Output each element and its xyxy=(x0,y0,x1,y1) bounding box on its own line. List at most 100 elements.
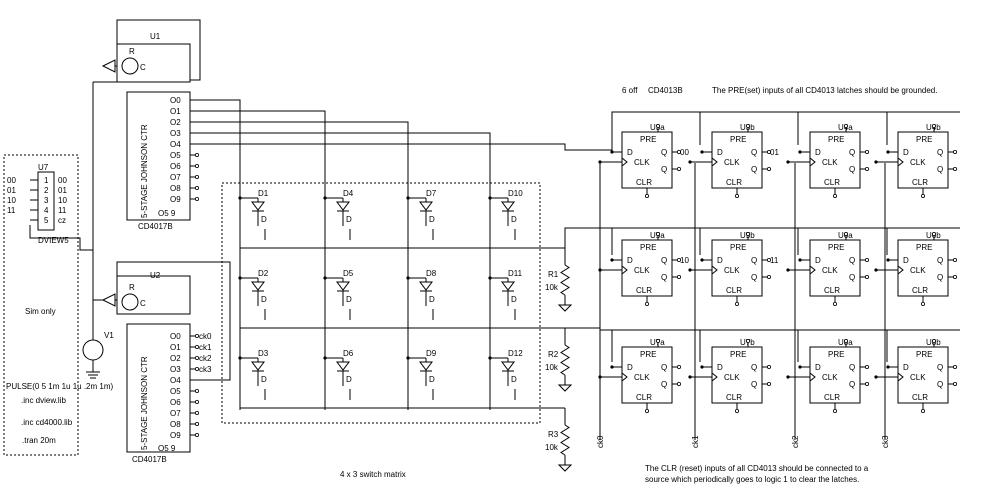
latch-clk-label: CLK xyxy=(634,266,650,275)
junction-dot xyxy=(610,365,614,369)
latch-qbar-label: Q xyxy=(751,273,757,282)
resistor-label: R3 xyxy=(548,430,559,439)
dview-label: DVIEW5 xyxy=(38,236,69,245)
u1-output-label: O8 xyxy=(170,184,181,193)
u2-output-label: O2 xyxy=(170,354,181,363)
latch-q-pin xyxy=(865,149,870,154)
junction-dot xyxy=(598,160,602,164)
u1-output-label: O2 xyxy=(170,118,181,127)
latch-body xyxy=(809,239,861,297)
latch-clk-label: CLK xyxy=(634,158,650,167)
junction-dot xyxy=(786,268,790,272)
latch-qbar-pin xyxy=(865,274,870,279)
u1-label: U1 xyxy=(150,32,161,41)
latch-d-label: D xyxy=(815,363,821,372)
diode-symbol xyxy=(419,361,433,371)
u1-o59: O5 9 xyxy=(158,209,176,218)
u7-pin-number: 1 xyxy=(44,176,49,185)
latch-clk-label: CLK xyxy=(910,158,926,167)
latch-qbar-pin xyxy=(953,274,958,279)
junction-dot xyxy=(798,258,802,262)
latch-pre-label: PRE xyxy=(640,243,656,252)
resistor-value: 10k xyxy=(545,363,559,372)
clock-net-label: ck0 xyxy=(596,435,605,448)
latch-pre-label: PRE xyxy=(730,135,746,144)
diode-symbol xyxy=(336,201,350,211)
latch-clr-pin xyxy=(735,301,740,306)
latch-d-label: D xyxy=(627,256,633,265)
u2-part: CD4017B xyxy=(132,455,167,464)
latch-q-label: Q xyxy=(661,148,667,157)
latch-qbar-label: Q xyxy=(849,380,855,389)
u2-output-pin xyxy=(194,344,199,349)
latch-qbar-label: Q xyxy=(937,380,943,389)
junction-dot xyxy=(598,268,602,272)
u1-output-pin xyxy=(194,163,199,168)
latch-q-pin xyxy=(677,257,682,262)
latch-clk-arrow xyxy=(809,264,816,276)
junction-dot xyxy=(798,365,802,369)
inc-cd4000-text: .inc cd4000.lib xyxy=(21,418,73,427)
latch-clk-arrow xyxy=(897,264,904,276)
u2-output-pin xyxy=(194,410,199,415)
clock-net-label: ck2 xyxy=(791,435,800,448)
latch-q-label: Q xyxy=(751,148,757,157)
latch-d-label: D xyxy=(903,148,909,157)
tran-text: .tran 20m xyxy=(22,436,56,445)
switch-label: D xyxy=(346,215,352,224)
latch-clk-label: CLK xyxy=(822,158,838,167)
latch-clr-label: CLR xyxy=(824,178,840,187)
latch-qbar-pin xyxy=(767,274,772,279)
u1-output-label: O3 xyxy=(170,129,181,138)
junction-dot xyxy=(700,150,704,154)
latch-clr-label: CLR xyxy=(912,286,928,295)
latch-qbar-label: Q xyxy=(937,273,943,282)
u2-output-pin xyxy=(194,432,199,437)
latch-clr-label: CLR xyxy=(824,393,840,402)
latch-clk-arrow xyxy=(897,156,904,168)
latch-clk-label: CLK xyxy=(724,266,740,275)
latch-pre-pin xyxy=(656,231,661,236)
junction-dot xyxy=(886,365,890,369)
junction-dot xyxy=(610,150,614,154)
diode-label: D2 xyxy=(258,269,269,278)
latch-clr-pin xyxy=(833,408,838,413)
clock-net-label: ck3 xyxy=(881,435,890,448)
latch-pre-pin xyxy=(844,231,849,236)
latch-qbar-pin xyxy=(677,381,682,386)
u1-output-label: O1 xyxy=(170,107,181,116)
u7-left-label: 10 xyxy=(7,196,16,205)
latch-qbar-label: Q xyxy=(751,165,757,174)
pulse-text: PULSE(0 5 1m 1u 1u .2m 1m) xyxy=(6,382,113,391)
junction-dot xyxy=(406,356,410,360)
u2-output-label: O4 xyxy=(170,376,181,385)
latch-clr-label: CLR xyxy=(636,393,652,402)
latch-pre-label: PRE xyxy=(916,350,932,359)
junction-dot xyxy=(786,375,790,379)
latch-qbar-pin xyxy=(767,381,772,386)
switch-label: D xyxy=(511,215,517,224)
inc-dview-text: .inc dview.lib xyxy=(21,396,66,405)
latch-q-label: Q xyxy=(849,148,855,157)
diode-label: D8 xyxy=(426,269,437,278)
latch-clk-arrow xyxy=(711,156,718,168)
latch-clk-arrow xyxy=(809,371,816,383)
diode-symbol xyxy=(336,361,350,371)
latch-pre-pin xyxy=(746,338,751,343)
clock-net-label: ck1 xyxy=(691,435,700,448)
latch-clk-label: CLK xyxy=(724,373,740,382)
switch-label: D xyxy=(429,375,435,384)
latch-d-label: D xyxy=(717,363,723,372)
latch-d-label: D xyxy=(903,363,909,372)
u7-pin-number: 2 xyxy=(44,186,49,195)
u7-right-label: cz xyxy=(58,216,66,225)
latch-output-label: 00 xyxy=(680,148,689,157)
diode-label: D10 xyxy=(508,189,523,198)
latch-q-label: Q xyxy=(937,363,943,372)
latch-d-label: D xyxy=(903,256,909,265)
latch-pre-label: PRE xyxy=(828,135,844,144)
resistor-r3 xyxy=(560,424,570,456)
resistor-value: 10k xyxy=(545,443,559,452)
switch-label: D xyxy=(346,375,352,384)
